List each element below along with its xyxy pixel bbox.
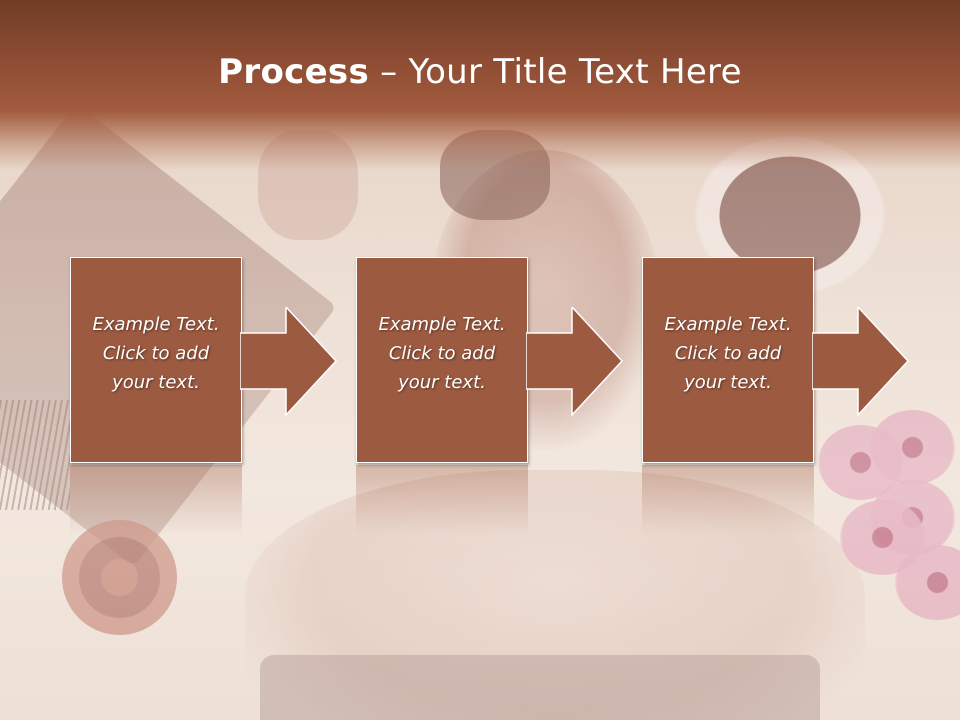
background-candle	[62, 520, 177, 635]
step-text-line: Click to add	[102, 343, 210, 364]
right-arrow-icon	[812, 307, 910, 417]
step-text[interactable]: Example Text. Click to add your text.	[363, 310, 521, 397]
step-text-line: Example Text.	[92, 314, 220, 335]
step-text-box[interactable]: Example Text. Click to add your text.	[642, 257, 814, 463]
step-text-line: your text.	[684, 372, 772, 393]
step-reflection	[642, 465, 814, 535]
process-step-2: Example Text. Click to add your text.	[356, 257, 626, 535]
step-text-line: your text.	[398, 372, 486, 393]
step-text-line: your text.	[112, 372, 200, 393]
right-arrow-icon	[240, 307, 338, 417]
step-text-box[interactable]: Example Text. Click to add your text.	[70, 257, 242, 463]
step-text-line: Click to add	[674, 343, 782, 364]
background-incense-sticks	[0, 400, 70, 510]
title-bold-text: Process	[218, 52, 370, 92]
right-arrow-icon	[526, 307, 624, 417]
step-text-line: Click to add	[388, 343, 496, 364]
step-text-line: Example Text.	[664, 314, 792, 335]
process-step-1: Example Text. Click to add your text.	[70, 257, 340, 535]
step-text[interactable]: Example Text. Click to add your text.	[77, 310, 235, 397]
step-text-line: Example Text.	[378, 314, 506, 335]
process-step-3: Example Text. Click to add your text.	[642, 257, 912, 535]
background-wrap-towel	[260, 655, 820, 720]
background-shoulders	[245, 470, 865, 720]
step-text-box[interactable]: Example Text. Click to add your text.	[356, 257, 528, 463]
step-reflection	[356, 465, 528, 535]
title-band	[0, 0, 960, 170]
background-orchid	[895, 545, 960, 620]
step-reflection	[70, 465, 242, 535]
background-orchid	[870, 410, 955, 485]
title-regular-text: – Your Title Text Here	[369, 52, 742, 92]
step-text[interactable]: Example Text. Click to add your text.	[649, 310, 807, 397]
slide-title[interactable]: Process – Your Title Text Here	[0, 52, 960, 92]
